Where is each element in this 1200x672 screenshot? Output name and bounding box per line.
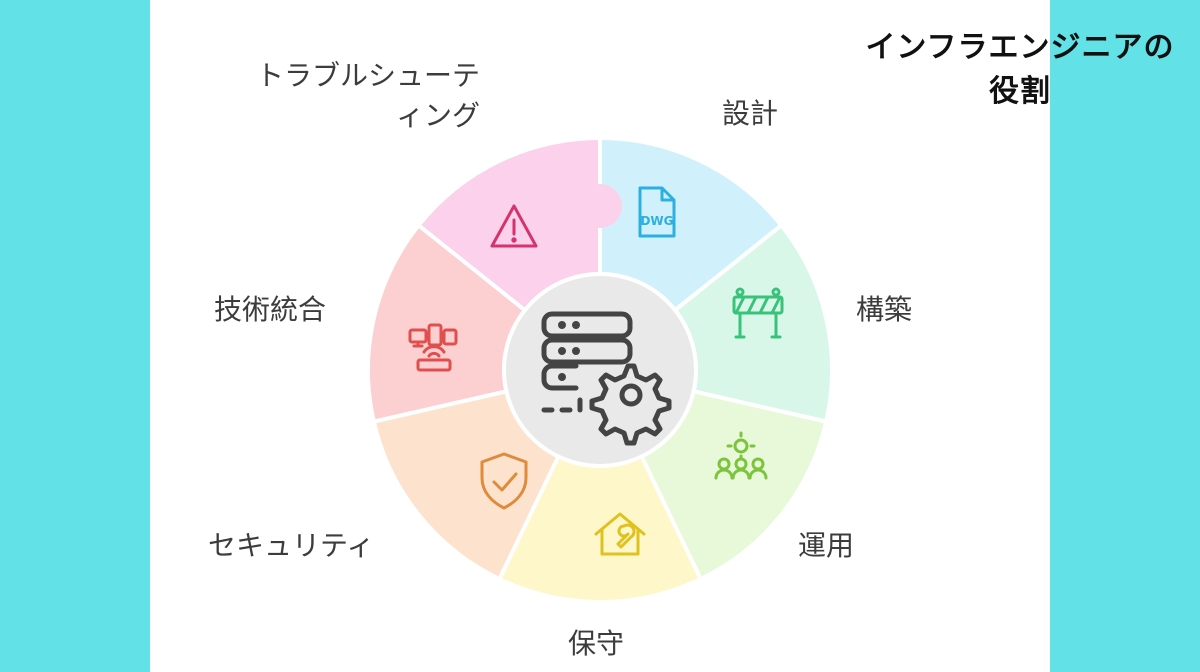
label-security: セキュリティ bbox=[208, 529, 375, 562]
dwg-file-icon: DWG bbox=[638, 186, 676, 238]
label-troubleshooting: トラブルシューテ ィング bbox=[180, 56, 480, 136]
label-integration: 技術統合 bbox=[214, 293, 327, 326]
team-gear-icon bbox=[714, 431, 768, 480]
label-operation: 運用 bbox=[798, 529, 855, 562]
label-build: 構築 bbox=[856, 293, 913, 326]
page-title-line-2: 役割 bbox=[989, 74, 1051, 109]
page-title-line-1: インフラエンジニアの bbox=[865, 30, 1175, 65]
center-hub bbox=[502, 272, 698, 468]
house-wrench-icon bbox=[594, 512, 646, 556]
network-devices-icon bbox=[408, 323, 458, 372]
label-maintenance: 保守 bbox=[568, 627, 625, 660]
construction-barrier-icon bbox=[732, 287, 784, 339]
puzzle-knob-troubleshooting bbox=[578, 184, 622, 228]
page-title: インフラエンジニアの 役割 bbox=[850, 26, 1190, 114]
label-design: 設計 bbox=[722, 97, 779, 130]
shield-check-icon bbox=[480, 452, 528, 510]
warning-triangle-icon bbox=[490, 204, 538, 248]
svg-text:DWG: DWG bbox=[640, 214, 673, 228]
label-troubleshooting-line-1: トラブルシューテ bbox=[255, 59, 480, 92]
label-troubleshooting-line-2: ィング bbox=[395, 99, 480, 132]
server-gear-icon bbox=[541, 311, 672, 446]
